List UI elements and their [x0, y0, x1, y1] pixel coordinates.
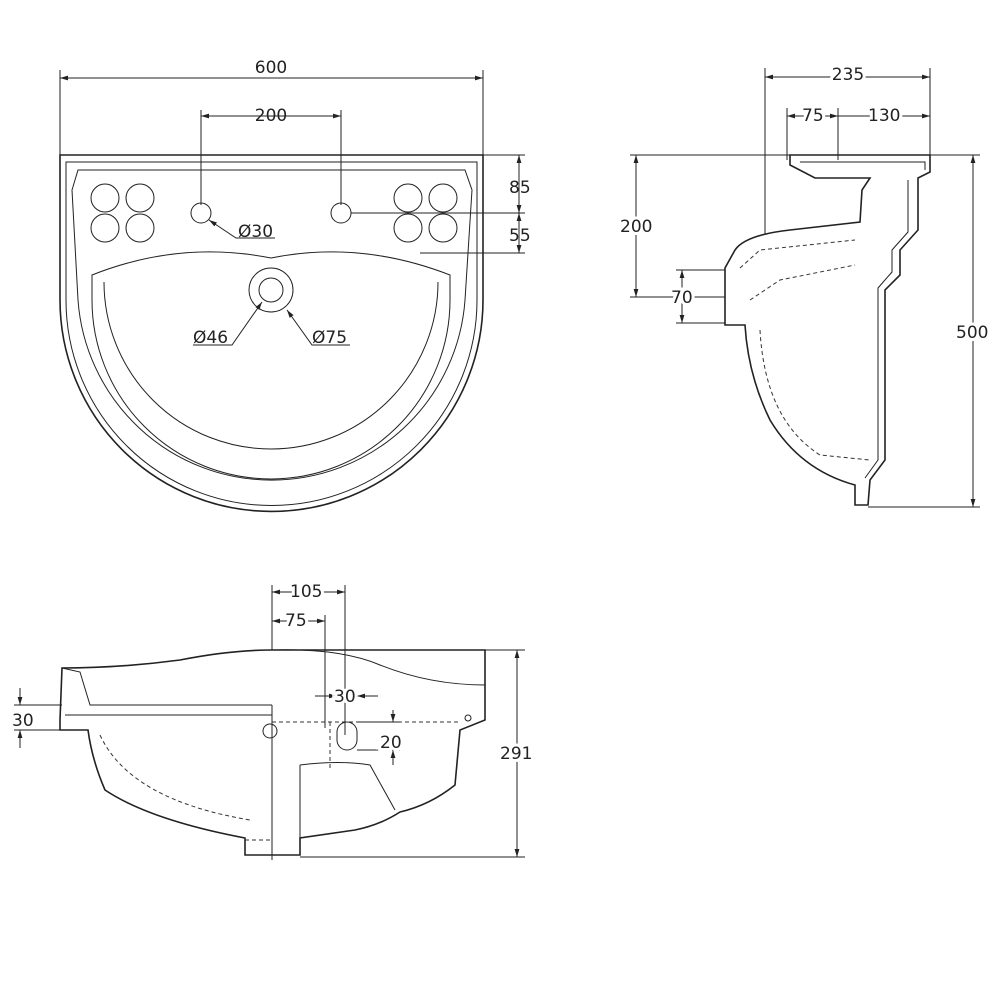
- dim-width-600: 600: [255, 58, 287, 78]
- bowl-outline: [91, 251, 451, 480]
- dim-75-front: 75: [285, 611, 307, 631]
- dim-waste-outer: Ø75: [312, 328, 347, 348]
- bowl-outline-inner: [103, 281, 439, 450]
- tap-hole-right: [330, 202, 352, 224]
- dim-75-side: 75: [802, 106, 824, 126]
- dim-30-top: 30: [334, 687, 356, 707]
- side-hidden-lines: [739, 239, 871, 461]
- front-outline: [59, 649, 486, 856]
- handle-left-icon: [90, 183, 155, 243]
- dim-85: 85: [509, 178, 531, 198]
- dim-tap-hole-dia: Ø30: [238, 222, 273, 242]
- dim-height-291: 291: [500, 744, 532, 764]
- dim-tap-spacing: 200: [255, 106, 287, 126]
- basin-outline: [59, 154, 484, 513]
- dim-200-side: 200: [620, 217, 652, 237]
- dim-55: 55: [509, 226, 531, 246]
- side-view: 235 75 130 200 70 500: [617, 62, 991, 508]
- tap-hole-left: [190, 202, 212, 224]
- dim-130: 130: [868, 106, 900, 126]
- basin-rim-inner: [65, 161, 478, 506]
- waste-inner: [258, 277, 284, 303]
- dim-30-left: 30: [12, 711, 34, 731]
- dim-70: 70: [671, 288, 693, 308]
- dim-waste-inner: Ø46: [193, 328, 228, 348]
- top-view: 600 200 85 55 Ø30 Ø46 Ø75: [59, 58, 531, 513]
- waste-outer: [248, 267, 294, 313]
- dim-20: 20: [380, 733, 402, 753]
- side-outline: [724, 154, 931, 506]
- handle-right-icon: [393, 183, 458, 243]
- front-hidden-lines: [99, 721, 460, 841]
- dim-height-500: 500: [956, 323, 988, 343]
- front-view: 105 75 30 20 30 291: [9, 579, 535, 860]
- dim-depth-235: 235: [832, 65, 864, 85]
- dim-105: 105: [290, 582, 322, 602]
- basin-deck: [71, 169, 473, 481]
